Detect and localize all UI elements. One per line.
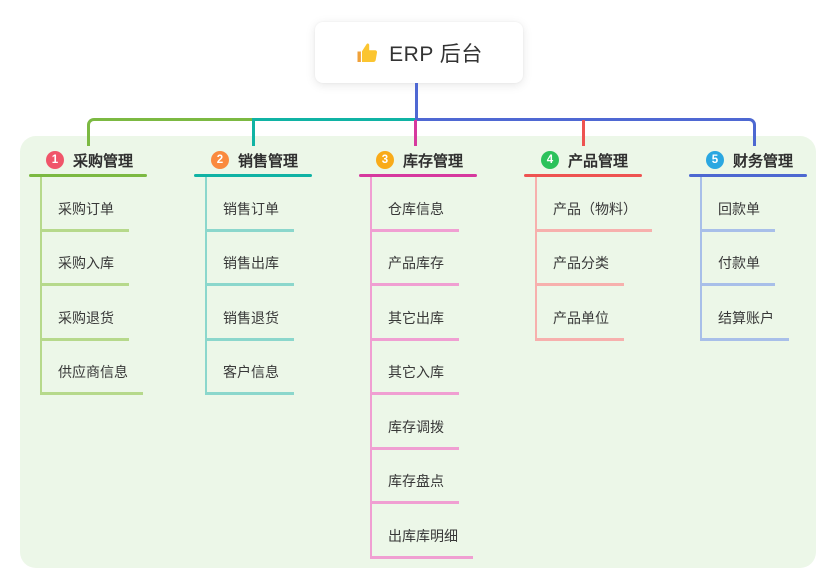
branch-badge: 4 (541, 151, 559, 169)
connector-corner-finance (742, 118, 756, 146)
child-node: 供应商信息 (29, 341, 147, 395)
child-node: 其它出库 (359, 286, 477, 341)
branch-underline (689, 174, 807, 177)
branch-node-purchase[interactable]: 1 采购管理 (29, 146, 147, 174)
branch-underline (29, 174, 147, 177)
branch-sales: 2 销售管理 销售订单 销售出库 销售退货 客户信息 (194, 146, 312, 395)
connector-segment-finance (415, 118, 745, 121)
branch-title: 销售管理 (238, 152, 299, 170)
branch-child-connector (700, 177, 702, 341)
child-node: 销售退货 (194, 286, 312, 341)
branch-node-inventory[interactable]: 3 库存管理 (359, 146, 477, 174)
connector-drop-sales (252, 120, 255, 146)
branch-node-sales[interactable]: 2 销售管理 (194, 146, 312, 174)
branch-child-connector (205, 177, 207, 395)
connector-segment-sales (252, 118, 415, 121)
root-node-label: ERP 后台 (389, 42, 483, 66)
child-node: 产品（物料） (524, 177, 652, 232)
branch-badge: 1 (46, 151, 64, 169)
child-node: 客户信息 (194, 341, 312, 395)
child-node: 库存调拨 (359, 395, 477, 450)
child-node: 付款单 (689, 232, 807, 286)
child-node: 产品库存 (359, 232, 477, 286)
child-node: 采购入库 (29, 232, 147, 286)
thumbs-up-icon (357, 42, 378, 62)
child-node: 采购订单 (29, 177, 147, 232)
child-node: 采购退货 (29, 286, 147, 341)
child-node: 库存盘点 (359, 450, 477, 504)
mindmap-background-panel (20, 136, 816, 568)
branch-purchase: 1 采购管理 采购订单 采购入库 采购退货 供应商信息 (29, 146, 147, 395)
connector-drop-inventory (414, 120, 417, 146)
branch-node-finance[interactable]: 5 财务管理 (689, 146, 807, 174)
connector-segment-purchase (97, 118, 253, 121)
child-node: 仓库信息 (359, 177, 477, 232)
branch-title: 库存管理 (403, 152, 464, 170)
branch-badge: 3 (376, 151, 394, 169)
trunk-connector (415, 83, 418, 121)
child-node: 其它入库 (359, 341, 477, 395)
child-node: 结算账户 (689, 286, 807, 341)
branch-node-product[interactable]: 4 产品管理 (524, 146, 642, 174)
branch-title: 产品管理 (568, 152, 629, 170)
branch-underline (359, 174, 477, 177)
branch-child-connector (370, 177, 372, 559)
branch-badge: 5 (706, 151, 724, 169)
branch-finance: 5 财务管理 回款单 付款单 结算账户 (689, 146, 807, 341)
child-node: 产品单位 (524, 286, 642, 341)
child-node: 出库库明细 (359, 504, 477, 559)
branch-child-connector (535, 177, 537, 341)
root-node[interactable]: ERP 后台 (315, 22, 523, 83)
child-node: 销售订单 (194, 177, 312, 232)
branch-underline (194, 174, 312, 177)
branch-title: 财务管理 (733, 152, 794, 170)
branch-inventory: 3 库存管理 仓库信息 产品库存 其它出库 其它入库 库存调拨 库存盘点 出库库… (359, 146, 477, 559)
branch-product: 4 产品管理 产品（物料） 产品分类 产品单位 (524, 146, 652, 341)
child-node: 销售出库 (194, 232, 312, 286)
branch-badge: 2 (211, 151, 229, 169)
branch-underline (524, 174, 642, 177)
branch-title: 采购管理 (73, 152, 134, 170)
branch-child-connector (40, 177, 42, 395)
child-node: 回款单 (689, 177, 807, 232)
connector-drop-product (582, 120, 585, 146)
connector-corner-purchase (87, 118, 101, 146)
child-node: 产品分类 (524, 232, 642, 286)
